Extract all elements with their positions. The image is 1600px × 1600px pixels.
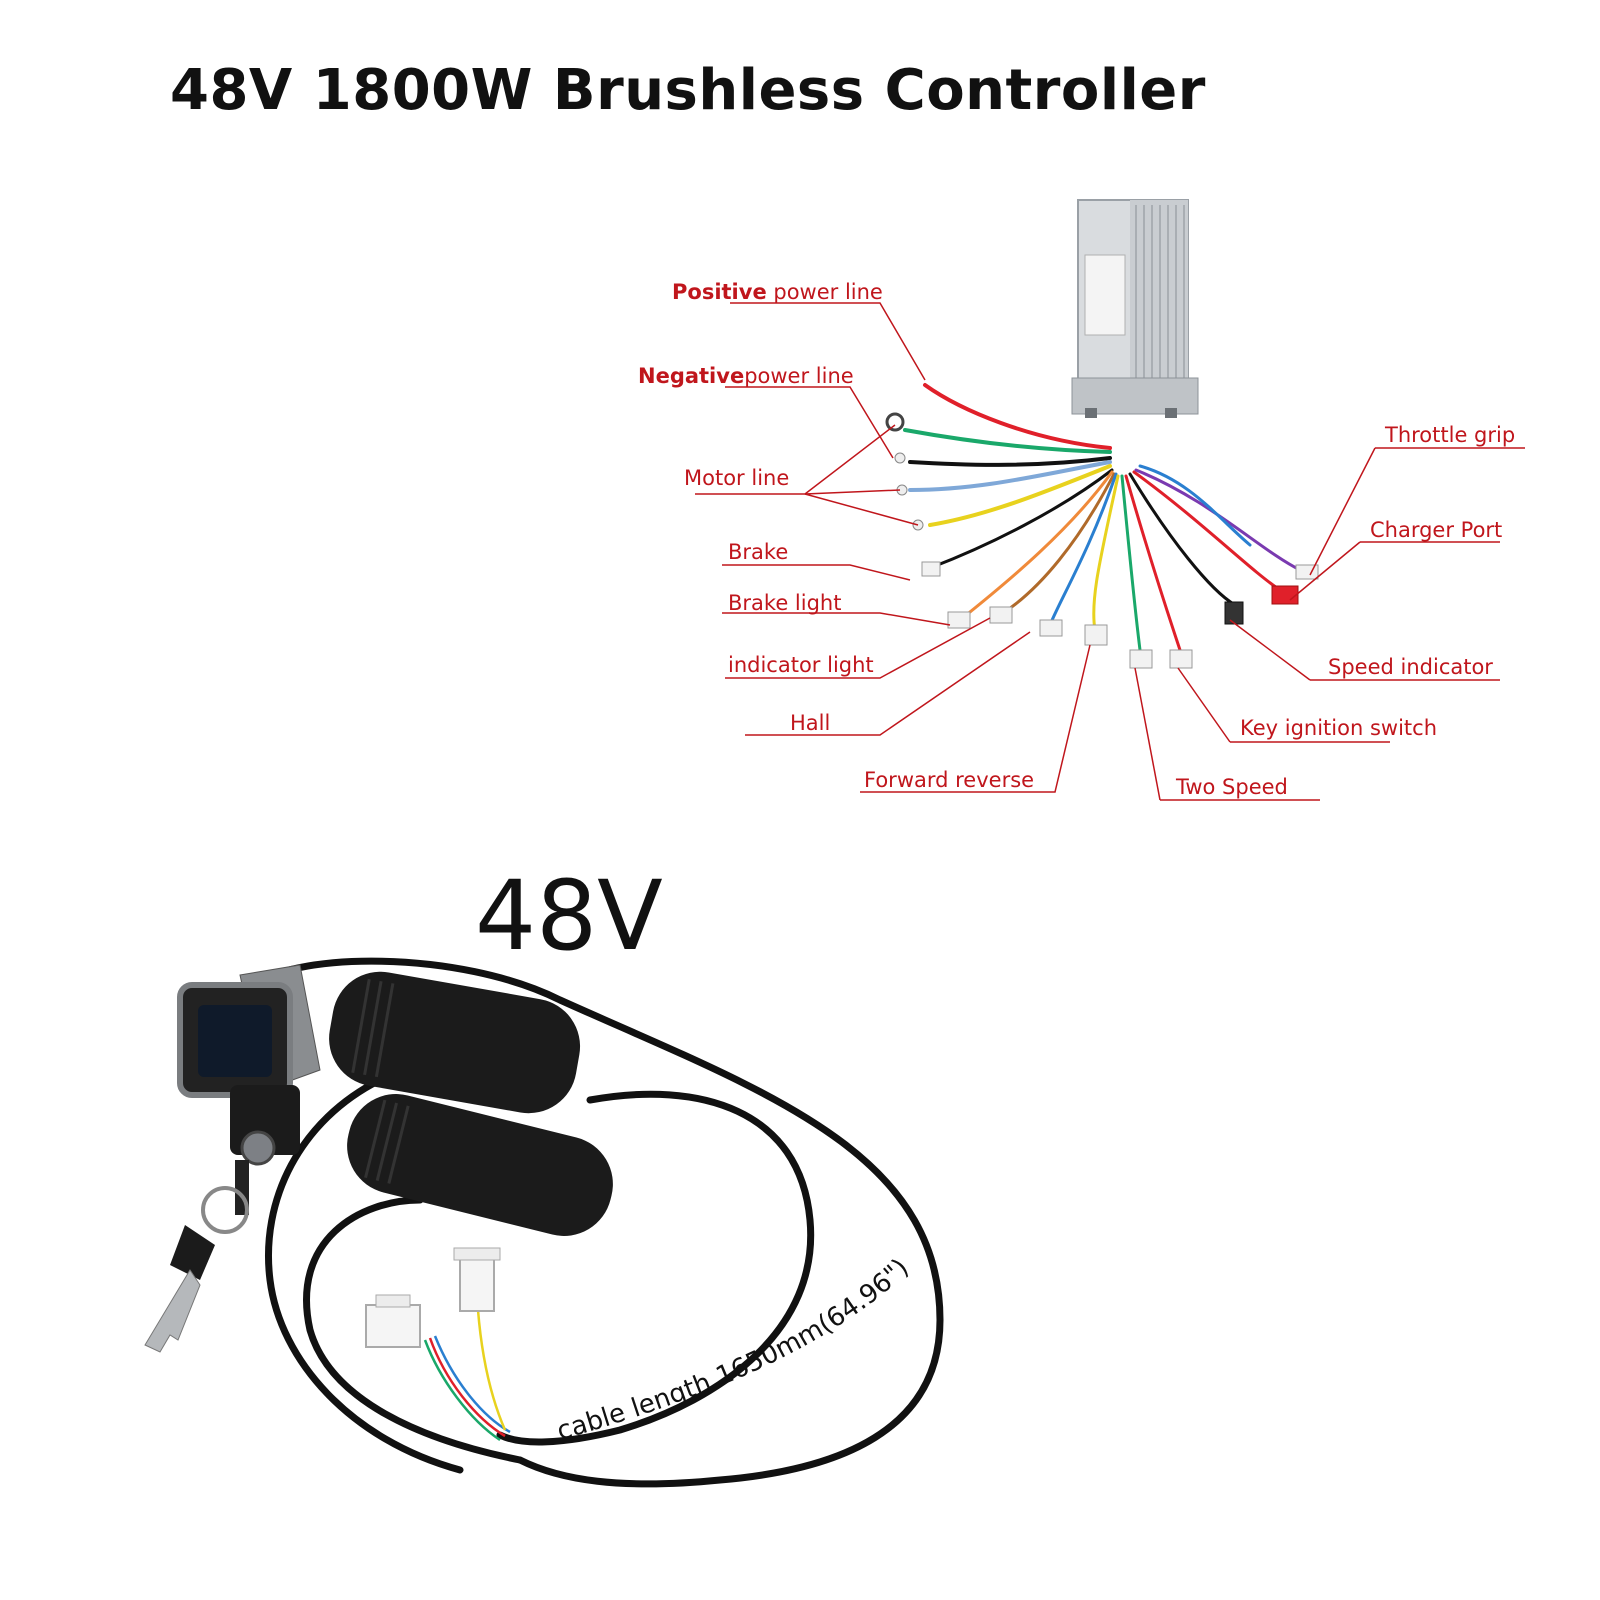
throttle-cable (241, 957, 944, 1488)
voltage-label: 48V (475, 860, 663, 972)
label-indicator-light: indicator light (728, 653, 874, 677)
label-forward-reverse: Forward reverse (864, 768, 1035, 792)
leader-lines (695, 302, 1525, 801)
connector-wires (423, 1309, 513, 1442)
label-brake-light: Brake light (728, 591, 842, 615)
label-motor-line: Motor line (684, 466, 790, 490)
controller-housing (1071, 199, 1199, 418)
plain-grip (347, 1094, 613, 1236)
wire-bundle (903, 383, 1302, 652)
page-title: 48V 1800W Brushless Controller (170, 58, 1206, 123)
label-positive-power-line: Positive power line (672, 282, 883, 303)
label-negative-strong: Negative (638, 364, 745, 388)
display-grip (177, 964, 581, 1166)
label-negative-power-line: Negativepower line (638, 366, 854, 387)
connectors (885, 412, 1319, 669)
ignition-key-icon (144, 1160, 249, 1353)
label-positive-strong: Positive (672, 280, 767, 304)
label-hall: Hall (790, 711, 831, 735)
label-speed-indicator: Speed indicator (1328, 655, 1493, 679)
throttle-connectors (365, 1247, 501, 1348)
label-charger-port: Charger Port (1370, 518, 1503, 542)
label-two-speed: Two Speed (1176, 775, 1288, 799)
label-throttle-grip: Throttle grip (1385, 423, 1516, 447)
cable-length-label: cable length 1650mm(64.96") (554, 1253, 915, 1447)
label-key-ignition-switch: Key ignition switch (1240, 716, 1437, 740)
label-positive-rest: power line (773, 280, 883, 304)
label-brake: Brake (728, 540, 789, 564)
label-negative-rest: power line (744, 364, 854, 388)
